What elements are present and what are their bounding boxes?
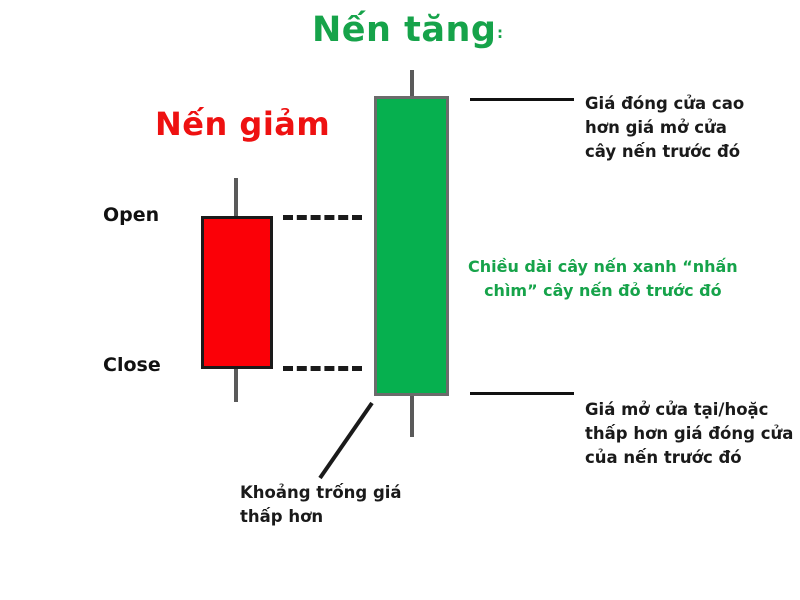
open-level-dashed-connector <box>283 215 362 220</box>
bearish-candle-body <box>201 216 273 369</box>
annotation-price-gap: Khoảng trống giá thấp hơn <box>240 481 402 529</box>
bullish-title-colon-mark: : <box>497 24 503 42</box>
bullish-candle-title: Nến tăng <box>312 10 497 50</box>
annotation-line: cây nến trước đó <box>585 141 741 161</box>
open-lower-leader-line <box>470 392 574 395</box>
annotation-open-lower: Giá mở cửa tại/hoặc thấp hơn giá đóng cử… <box>585 398 793 470</box>
annotation-line: Giá mở cửa tại/hoặc <box>585 400 769 419</box>
bearish-candle-lower-wick <box>234 365 238 402</box>
annotation-line: thấp hơn <box>240 506 324 526</box>
price-gap-pointer-line <box>318 401 374 480</box>
annotation-line: chìm” cây nến đỏ trước đó <box>484 281 722 300</box>
annotation-line: của nến trước đó <box>585 447 742 467</box>
annotation-line: Giá đóng cửa cao <box>585 94 745 113</box>
bullish-candle-body <box>374 96 449 396</box>
annotation-engulfing-body: Chiều dài cây nến xanh “nhấn chìm” cây n… <box>468 255 738 303</box>
annotation-line: Chiều dài cây nến xanh “nhấn <box>468 257 738 276</box>
annotation-line: Khoảng trống giá <box>240 483 402 502</box>
bullish-candle-upper-wick <box>410 70 414 100</box>
annotation-line: hơn giá mở cửa <box>585 117 727 137</box>
annotation-close-higher: Giá đóng cửa cao hơn giá mở cửa cây nến … <box>585 92 744 164</box>
bullish-candle-lower-wick <box>410 392 414 437</box>
bearish-candle-title: Nến giảm <box>155 105 331 143</box>
open-price-label: Open <box>103 204 160 226</box>
annotation-line: thấp hơn giá đóng cửa <box>585 423 794 443</box>
close-price-label: Close <box>103 354 161 376</box>
close-higher-leader-line <box>470 98 574 101</box>
close-level-dashed-connector <box>283 366 362 371</box>
bearish-candle-upper-wick <box>234 178 238 220</box>
